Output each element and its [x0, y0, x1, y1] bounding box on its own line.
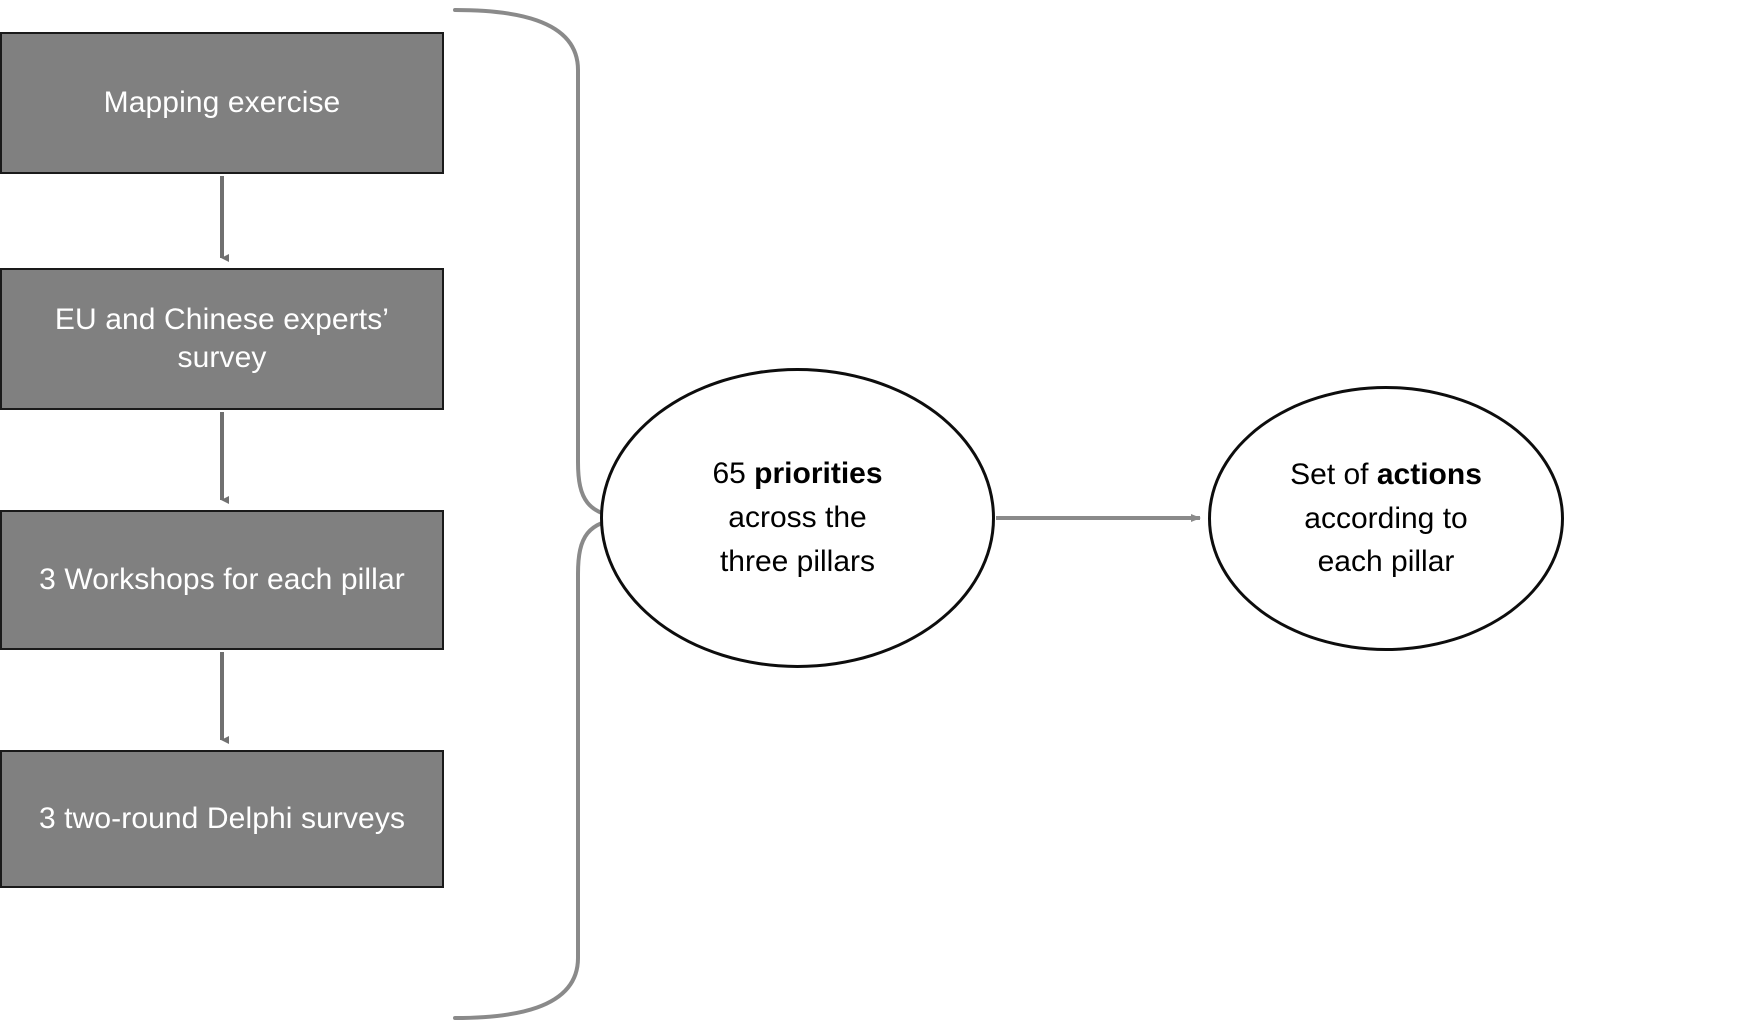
outcome-count-text: 65 [712, 457, 755, 491]
outcome-keyword-priorities: priorities [754, 457, 883, 491]
outcome-ellipse-label: 65 priorities across the three pillars [638, 452, 957, 583]
outcome-line-3: each pillar [1317, 545, 1455, 579]
outcome-ellipse-priorities[interactable]: 65 priorities across the three pillars [600, 368, 995, 668]
outcome-line-3: three pillars [719, 544, 876, 578]
process-box-eu-chinese-experts-survey[interactable]: EU and Chinese experts’ survey [0, 268, 444, 410]
process-box-label: 3 two-round Delphi surveys [38, 801, 406, 835]
outcome-ellipse-label: Set of actions according to each pillar [1243, 453, 1530, 584]
outcome-line-2: according to [1304, 501, 1468, 535]
outcome-keyword-actions: actions [1376, 457, 1482, 491]
curly-brace-grouping-boxes [453, 8, 626, 1020]
process-box-delphi-surveys[interactable]: 3 two-round Delphi surveys [0, 750, 444, 888]
process-box-label: Mapping exercise [103, 85, 341, 119]
process-box-mapping-exercise[interactable]: Mapping exercise [0, 32, 444, 174]
outcome-line-2: across the [728, 501, 867, 535]
outcome-prefix-text: Set of [1290, 457, 1377, 491]
process-box-label: 3 Workshops for each pillar [39, 562, 405, 596]
process-box-three-workshops[interactable]: 3 Workshops for each pillar [0, 510, 444, 650]
process-box-label: EU and Chinese experts’ survey [54, 302, 390, 374]
outcome-ellipse-actions[interactable]: Set of actions according to each pillar [1208, 386, 1564, 651]
